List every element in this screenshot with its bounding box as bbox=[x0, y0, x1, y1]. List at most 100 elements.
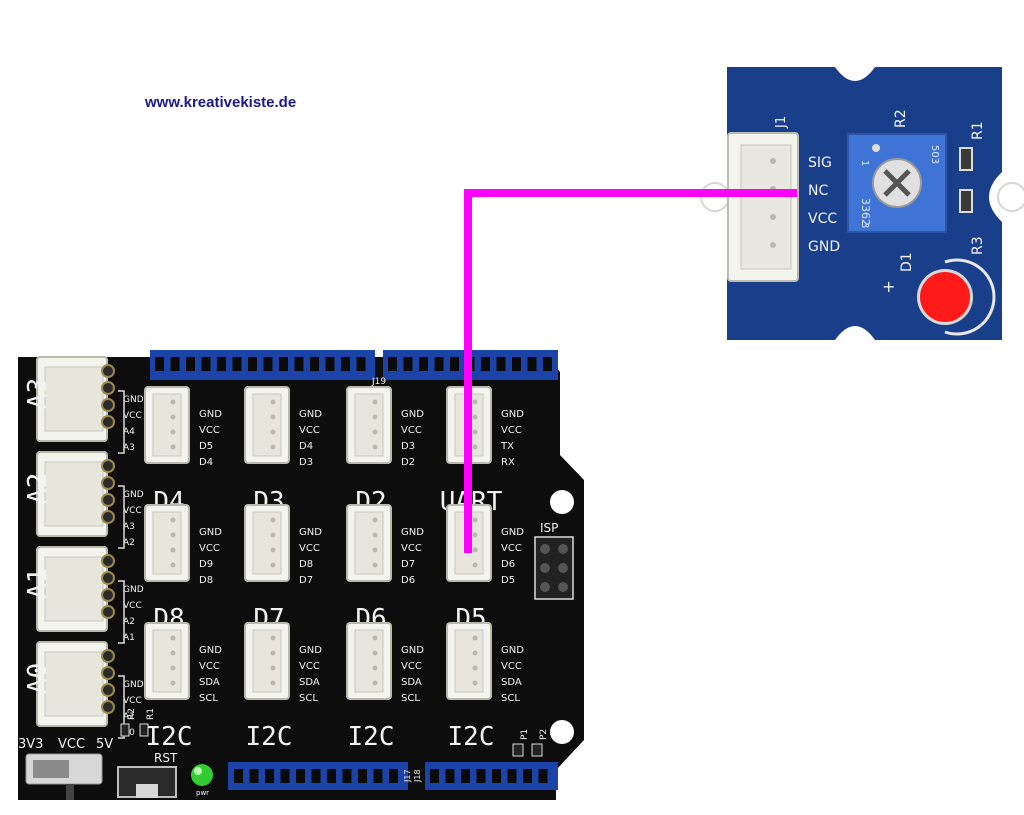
analog-pin-label: A1 bbox=[123, 633, 135, 643]
analog-pin-label: VCC bbox=[123, 506, 142, 516]
port-pin-label: D7 bbox=[299, 575, 313, 586]
port-pin-label: SDA bbox=[401, 677, 422, 688]
port-pin-label: VCC bbox=[401, 661, 422, 672]
header-ref-label: J18 bbox=[413, 769, 422, 783]
signal-wire bbox=[464, 189, 797, 553]
port-pin-label: D5 bbox=[199, 441, 213, 452]
grove-connector-pin bbox=[372, 680, 378, 686]
header-hole bbox=[294, 357, 304, 371]
analog-header-pin bbox=[101, 649, 115, 663]
grove-connector-pin bbox=[270, 562, 276, 568]
grove-connector-pin bbox=[372, 547, 378, 553]
grove-connector-pin bbox=[270, 635, 276, 641]
header-hole bbox=[342, 769, 352, 783]
port-pin-label: TX bbox=[500, 441, 514, 452]
grove-connector-pin bbox=[372, 665, 378, 671]
analog-port-label: A2 bbox=[23, 473, 53, 504]
analog-header-pin bbox=[101, 364, 115, 378]
port-name-label: I2C bbox=[348, 722, 395, 752]
port-pin-label: SDA bbox=[501, 677, 522, 688]
port-pin-label: VCC bbox=[299, 661, 320, 672]
header-hole bbox=[234, 769, 243, 783]
grove-connector-housing bbox=[252, 393, 282, 457]
analog-header-pin bbox=[101, 700, 115, 714]
port-pin-label: SCL bbox=[299, 693, 318, 704]
part-ref-label: R1 bbox=[146, 708, 156, 720]
grove-connector-pin bbox=[170, 399, 176, 405]
grove-connector-pin bbox=[372, 532, 378, 538]
module-connector-pin bbox=[770, 158, 776, 164]
isp-label: ISP bbox=[540, 521, 558, 535]
analog-header-pin bbox=[101, 398, 115, 412]
header-hole bbox=[373, 769, 383, 783]
mount-hole-right bbox=[997, 182, 1024, 212]
grove-connector-pin bbox=[170, 429, 176, 435]
header-hole bbox=[388, 357, 397, 371]
analog-header-pin bbox=[101, 571, 115, 585]
grove-connector-pin bbox=[170, 547, 176, 553]
analog-connector-housing bbox=[44, 556, 104, 622]
port-pin-label: D6 bbox=[501, 559, 515, 570]
grove-connector-pin bbox=[270, 532, 276, 538]
potentiometer-slot-icon bbox=[883, 169, 911, 197]
led-outline bbox=[944, 258, 996, 336]
grove-connector-pin bbox=[372, 650, 378, 656]
analog-pin-label: VCC bbox=[123, 411, 142, 421]
analog-pin-label: VCC bbox=[123, 601, 142, 611]
header-hole bbox=[186, 357, 195, 371]
grove-module: J1 SIG NC VCC GND R2 3362 1 3 503 R1 R3 bbox=[700, 67, 1024, 340]
port-pin-label: D9 bbox=[199, 559, 213, 570]
grove-connector-pin bbox=[372, 517, 378, 523]
part-ref-label: R2 bbox=[127, 708, 137, 720]
header-hole bbox=[341, 357, 350, 371]
isp-pin bbox=[540, 582, 550, 592]
led-plus-label: + bbox=[882, 277, 895, 296]
port-pin-label: VCC bbox=[501, 543, 522, 554]
power-led-label: pwr bbox=[196, 789, 209, 797]
header-hole bbox=[170, 357, 180, 371]
bottom-header-holes bbox=[234, 769, 548, 783]
port-pin-label: VCC bbox=[401, 543, 422, 554]
grove-connector-pin bbox=[270, 665, 276, 671]
grove-connector-pin bbox=[170, 444, 176, 450]
switch-label: 5V bbox=[96, 737, 113, 752]
port-pin-label: GND bbox=[501, 409, 524, 420]
part-ref-label: P2 bbox=[539, 729, 549, 740]
analog-pin-label: A2 bbox=[123, 617, 135, 627]
analog-port-label: A0 bbox=[23, 663, 53, 694]
grove-connector-pin bbox=[472, 517, 478, 523]
grove-connector-housing bbox=[252, 511, 282, 575]
grove-connector-pin bbox=[170, 517, 176, 523]
port-name-label: I2C bbox=[246, 722, 293, 752]
grove-connector-pin bbox=[372, 635, 378, 641]
header-hole bbox=[201, 357, 211, 371]
header-ref-label: J19 bbox=[371, 377, 386, 387]
header-hole bbox=[461, 769, 470, 783]
port-pin-label: GND bbox=[299, 527, 322, 538]
port-pin-label: VCC bbox=[199, 661, 220, 672]
switch-label: VCC bbox=[58, 737, 85, 752]
analog-pin-label: VCC bbox=[123, 696, 142, 706]
grove-connector-pin bbox=[170, 650, 176, 656]
grove-connector-pin bbox=[472, 399, 478, 405]
port-pin-label: GND bbox=[199, 645, 222, 656]
isp-pin bbox=[558, 582, 568, 592]
header-ref-label: J17 bbox=[403, 769, 412, 783]
analog-connector-housing bbox=[44, 461, 104, 527]
grove-connector-pin bbox=[270, 680, 276, 686]
port-name-label: I2C bbox=[146, 722, 193, 752]
grove-connector-pin bbox=[170, 562, 176, 568]
grove-connector-pin bbox=[472, 444, 478, 450]
analog-pin-label: A3 bbox=[123, 443, 135, 453]
header-hole bbox=[310, 357, 319, 371]
grove-connector-pin bbox=[372, 429, 378, 435]
shield-mount-hole bbox=[550, 490, 574, 514]
header-hole bbox=[280, 769, 290, 783]
analog-port-bracket bbox=[118, 675, 125, 739]
grove-connector-pin bbox=[472, 429, 478, 435]
module-pin-label: NC bbox=[808, 183, 828, 199]
port-pin-label: D4 bbox=[199, 457, 213, 468]
resistor-label: R3 bbox=[970, 236, 986, 255]
